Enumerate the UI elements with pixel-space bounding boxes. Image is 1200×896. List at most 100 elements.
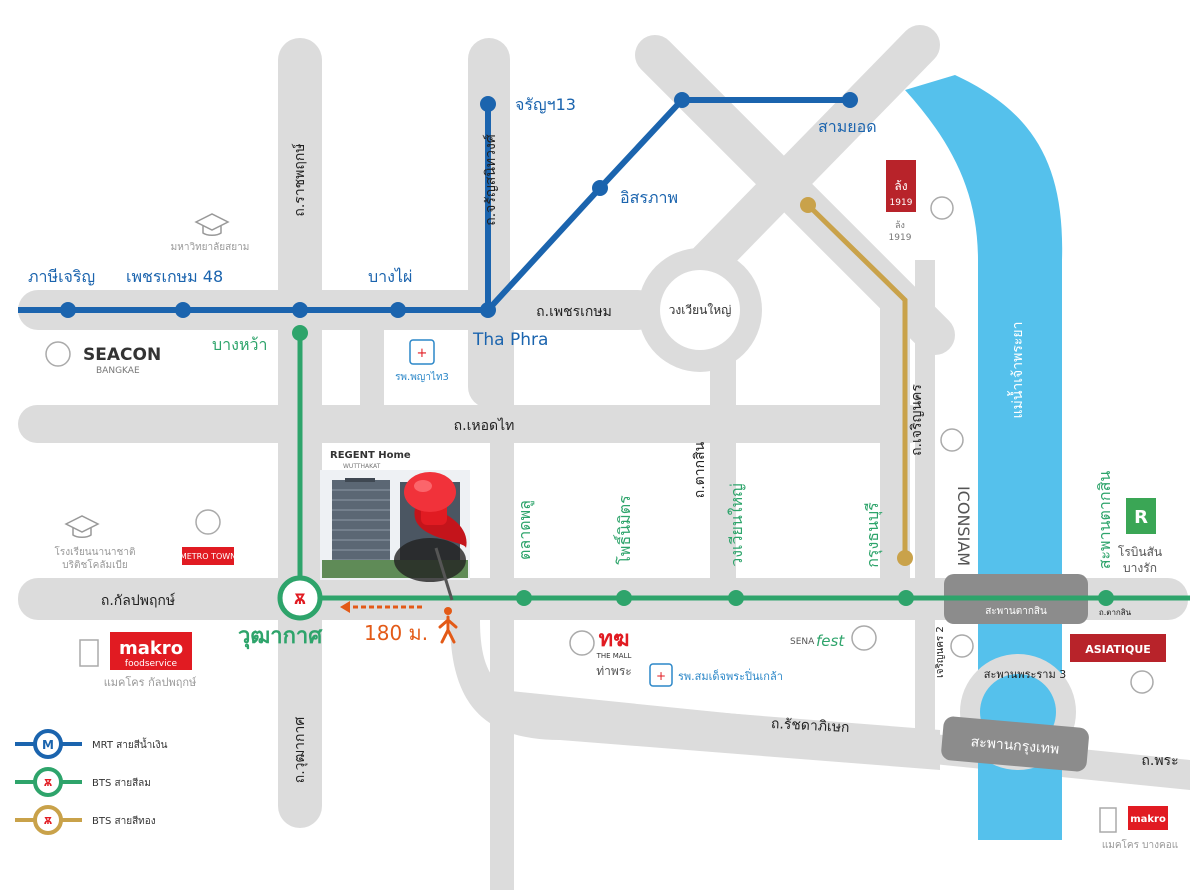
- svg-text:makro: makro: [1130, 814, 1166, 825]
- mrt-label-phasi-charoen: ภาษีเจริญ: [28, 267, 95, 286]
- shopping-bag-icon: [1130, 670, 1154, 694]
- mrt-stop-tha-phra: [480, 302, 496, 318]
- svg-text:WUTTHAKAT: WUTTHAKAT: [343, 463, 381, 470]
- mrt-stop-phetkasem48: [175, 302, 191, 318]
- svg-text:ICONSIAM: ICONSIAM: [954, 486, 973, 566]
- svg-text:REGENT Home: REGENT Home: [330, 450, 411, 461]
- svg-text:โรบินสัน: โรบินสัน: [1118, 545, 1162, 559]
- bts-green-line: Ѫ: [277, 325, 1190, 621]
- hospital-somdet-landmark: + รพ.สมเด็จพระปิ่นเกล้า: [649, 663, 783, 687]
- svg-text:แมคโคร กัลปพฤกษ์: แมคโคร กัลปพฤกษ์: [104, 675, 197, 689]
- bts-gold-line: [800, 197, 913, 566]
- krungthep-bridge-label: สะพานกรุงเทพ: [970, 734, 1060, 758]
- mrt-stop-bang-wa: [292, 302, 308, 318]
- svg-text:fest: fest: [816, 632, 845, 650]
- mrt-stop-itsaraphap: [592, 180, 608, 196]
- bts-wutthakat-station-icon: [277, 575, 323, 621]
- svg-text:บริติชโคลัมเบีย: บริติชโคลัมเบีย: [62, 558, 127, 571]
- robinson-landmark: R โรบินสัน บางรัก: [1118, 498, 1162, 575]
- hospital-icon: [649, 663, 673, 687]
- svg-text:SENA: SENA: [790, 637, 815, 647]
- seacon-landmark: SEACON BANGKAE: [45, 341, 161, 376]
- shopping-bag-icon: [940, 428, 964, 452]
- shopping-bag-icon: [79, 639, 99, 667]
- sena-fest-landmark: SENA fest: [790, 625, 877, 651]
- svg-text:บางรัก: บางรัก: [1123, 561, 1157, 575]
- svg-text:1919: 1919: [889, 233, 912, 243]
- svg-text:+: +: [656, 669, 666, 683]
- svg-text:Ѫ: Ѫ: [44, 816, 53, 827]
- svg-text:+: +: [417, 346, 428, 361]
- bts-label-talat-phlu: ตลาดพลู: [515, 500, 535, 560]
- hospital-phyathai-landmark: + รพ.พญาไท3: [395, 339, 449, 383]
- svg-text:รพ.พญาไท3: รพ.พญาไท3: [395, 371, 449, 383]
- rama3-bridge-label: สะพานพระราม 3: [984, 668, 1066, 681]
- university-landmark: มหาวิทยาลัยสยาม: [171, 213, 249, 253]
- svg-text:R: R: [1134, 507, 1148, 528]
- bts-label-wutthakat: วุฒากาศ: [238, 624, 323, 650]
- svg-text:ล้ง: ล้ง: [895, 220, 905, 231]
- roundabout: วงเวียนใหญ่: [638, 248, 762, 372]
- mrt-label-charan13: จรัญฯ13: [515, 95, 576, 114]
- svg-text:แมคโคร บางคอแ: แมคโคร บางคอแ: [1102, 838, 1178, 851]
- shopping-bag-icon: [569, 630, 595, 656]
- shopping-bag-icon: [950, 634, 974, 658]
- graduation-cap-icon: [194, 213, 230, 236]
- makro-landmark: makro foodservice แมคโคร กัลปพฤกษ์: [79, 632, 197, 689]
- makro-bangkho-landmark: makro แมคโคร บางคอแ: [1099, 806, 1178, 851]
- distance-label: 180 ม.: [364, 621, 428, 645]
- river-label: แม่น้ำเจ้าพระยา: [1007, 322, 1026, 419]
- svg-text:BTS สายสีทอง: BTS สายสีทอง: [92, 815, 156, 827]
- legend-item-mrt: M MRT สายสีน้ำเงิน: [15, 729, 168, 759]
- svg-text:รพ.สมเด็จพระปิ่นเกล้า: รพ.สมเด็จพระปิ่นเกล้า: [678, 668, 783, 683]
- svg-text:1919: 1919: [890, 198, 913, 208]
- asiatique-landmark: ASIATIQUE: [1070, 634, 1166, 694]
- svg-text:BANGKAE: BANGKAE: [96, 366, 140, 376]
- bts-icon: [33, 805, 63, 835]
- road-label-ratchadaphisek: ถ.รัชดาภิเษก: [771, 716, 850, 736]
- road-label-rachaphruek: ถ.ราชพฤกษ์: [291, 143, 308, 217]
- svg-text:Ѫ: Ѫ: [44, 778, 53, 789]
- svg-text:foodservice: foodservice: [125, 659, 178, 669]
- bts-stop-talat-phlu: [516, 590, 532, 606]
- roundabout-label: วงเวียนใหญ่: [669, 303, 732, 317]
- mrt-label-bang-phai: บางไผ่: [368, 267, 412, 286]
- road-label-phetkasem: ถ.เพชรเกษม: [536, 304, 612, 320]
- mrt-stop-bang-phai: [390, 302, 406, 318]
- walking-person-icon: [438, 607, 458, 644]
- road-label-hoetthai: ถ.เหอดไท: [454, 417, 515, 434]
- hospital-icon: [409, 339, 435, 365]
- mrt-icon: M: [42, 738, 54, 752]
- svg-text:ทฆ: ทฆ: [599, 627, 630, 652]
- shopping-bag-icon: [45, 341, 71, 367]
- the-mall-landmark: ทฆ THE MALL ท่าพระ: [569, 627, 632, 678]
- mrt-blue-line: [18, 92, 858, 318]
- bts-icon: [33, 767, 63, 797]
- legend-item-bts-gold: Ѫ BTS สายสีทอง: [15, 805, 156, 835]
- shopping-bag-icon: [195, 509, 221, 535]
- map-pin-icon: [394, 472, 467, 601]
- bts-label-pho-nimit: โพธิ์นิมิตร: [613, 495, 634, 565]
- roads: [18, 25, 1190, 890]
- chao-phraya-river: [905, 75, 1063, 840]
- bts-stop-saphan-taksin: [1098, 590, 1114, 606]
- svg-text:BTS สายสีลม: BTS สายสีลม: [92, 777, 151, 789]
- svg-text:โรงเรียนนานาชาติ: โรงเรียนนานาชาติ: [55, 545, 136, 558]
- bts-label-bang-wa: บางหว้า: [212, 335, 267, 354]
- road-label-kanlapaphruek: ถ.กัลปพฤกษ์: [101, 592, 176, 609]
- bts-stop-wongwian-yai: [728, 590, 744, 606]
- svg-text:MRT สายสีน้ำเงิน: MRT สายสีน้ำเงิน: [92, 737, 168, 751]
- svg-text:Ѫ: Ѫ: [294, 592, 306, 608]
- road-label-soi: เจริญนคร 2: [935, 626, 946, 678]
- graduation-cap-icon: [64, 515, 100, 538]
- taksin-bridge-label: สะพานตากสิน: [985, 606, 1047, 617]
- road-label-wutthakat: ถ.วุฒากาศ: [292, 717, 308, 784]
- bts-label-saphan-taksin: สะพานตากสิน: [1095, 471, 1114, 570]
- bts-stop-pho-nimit: [616, 590, 632, 606]
- bts-stop-krung-thon-buri: [898, 590, 914, 606]
- bts-label-krung-thon-buri: กรุงธนบุรี: [863, 502, 883, 568]
- mrt-label-tha-phra: Tha Phra: [472, 330, 548, 350]
- svg-text:THE MALL: THE MALL: [596, 652, 632, 660]
- road-label-phra: ถ.พระ: [1141, 753, 1178, 769]
